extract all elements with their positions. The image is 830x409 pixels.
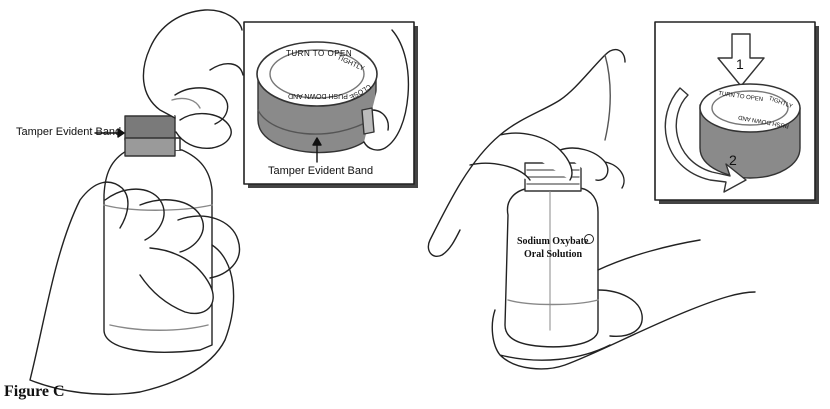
step-2: 2 <box>729 152 737 168</box>
left-twisting-hand <box>142 9 244 149</box>
band-label: Tamper Evident Band <box>16 126 122 138</box>
bottle-label-line1: Sodium Oxybate <box>517 236 589 247</box>
left-tamper-band <box>124 137 176 157</box>
right-pressing-hand <box>427 48 626 257</box>
step-1: 1 <box>736 56 744 72</box>
left-scene <box>29 9 244 396</box>
inset-hand <box>363 29 410 151</box>
push-down-arrow <box>717 33 765 87</box>
inset-cap-top <box>256 41 378 107</box>
right-inset-cap-top <box>699 83 801 133</box>
bottle-label-line2: Oral Solution <box>524 249 583 260</box>
left-holding-hand <box>29 181 241 396</box>
right-supporting-hand <box>491 239 756 370</box>
right-bottle <box>504 187 599 348</box>
figure-caption: Figure C <box>4 383 65 400</box>
left-cap <box>124 115 176 141</box>
inset-band-label: Tamper Evident Band <box>268 165 374 177</box>
right-scene <box>427 48 756 370</box>
left-inset <box>243 21 418 188</box>
inset-cap-text-bottom: PUSH DOWN AND <box>288 92 348 99</box>
inset-cap-text-top: TURN TO OPEN <box>286 49 353 58</box>
rx-symbol <box>584 234 594 244</box>
turn-arrow <box>664 87 747 193</box>
right-inset <box>654 21 819 204</box>
